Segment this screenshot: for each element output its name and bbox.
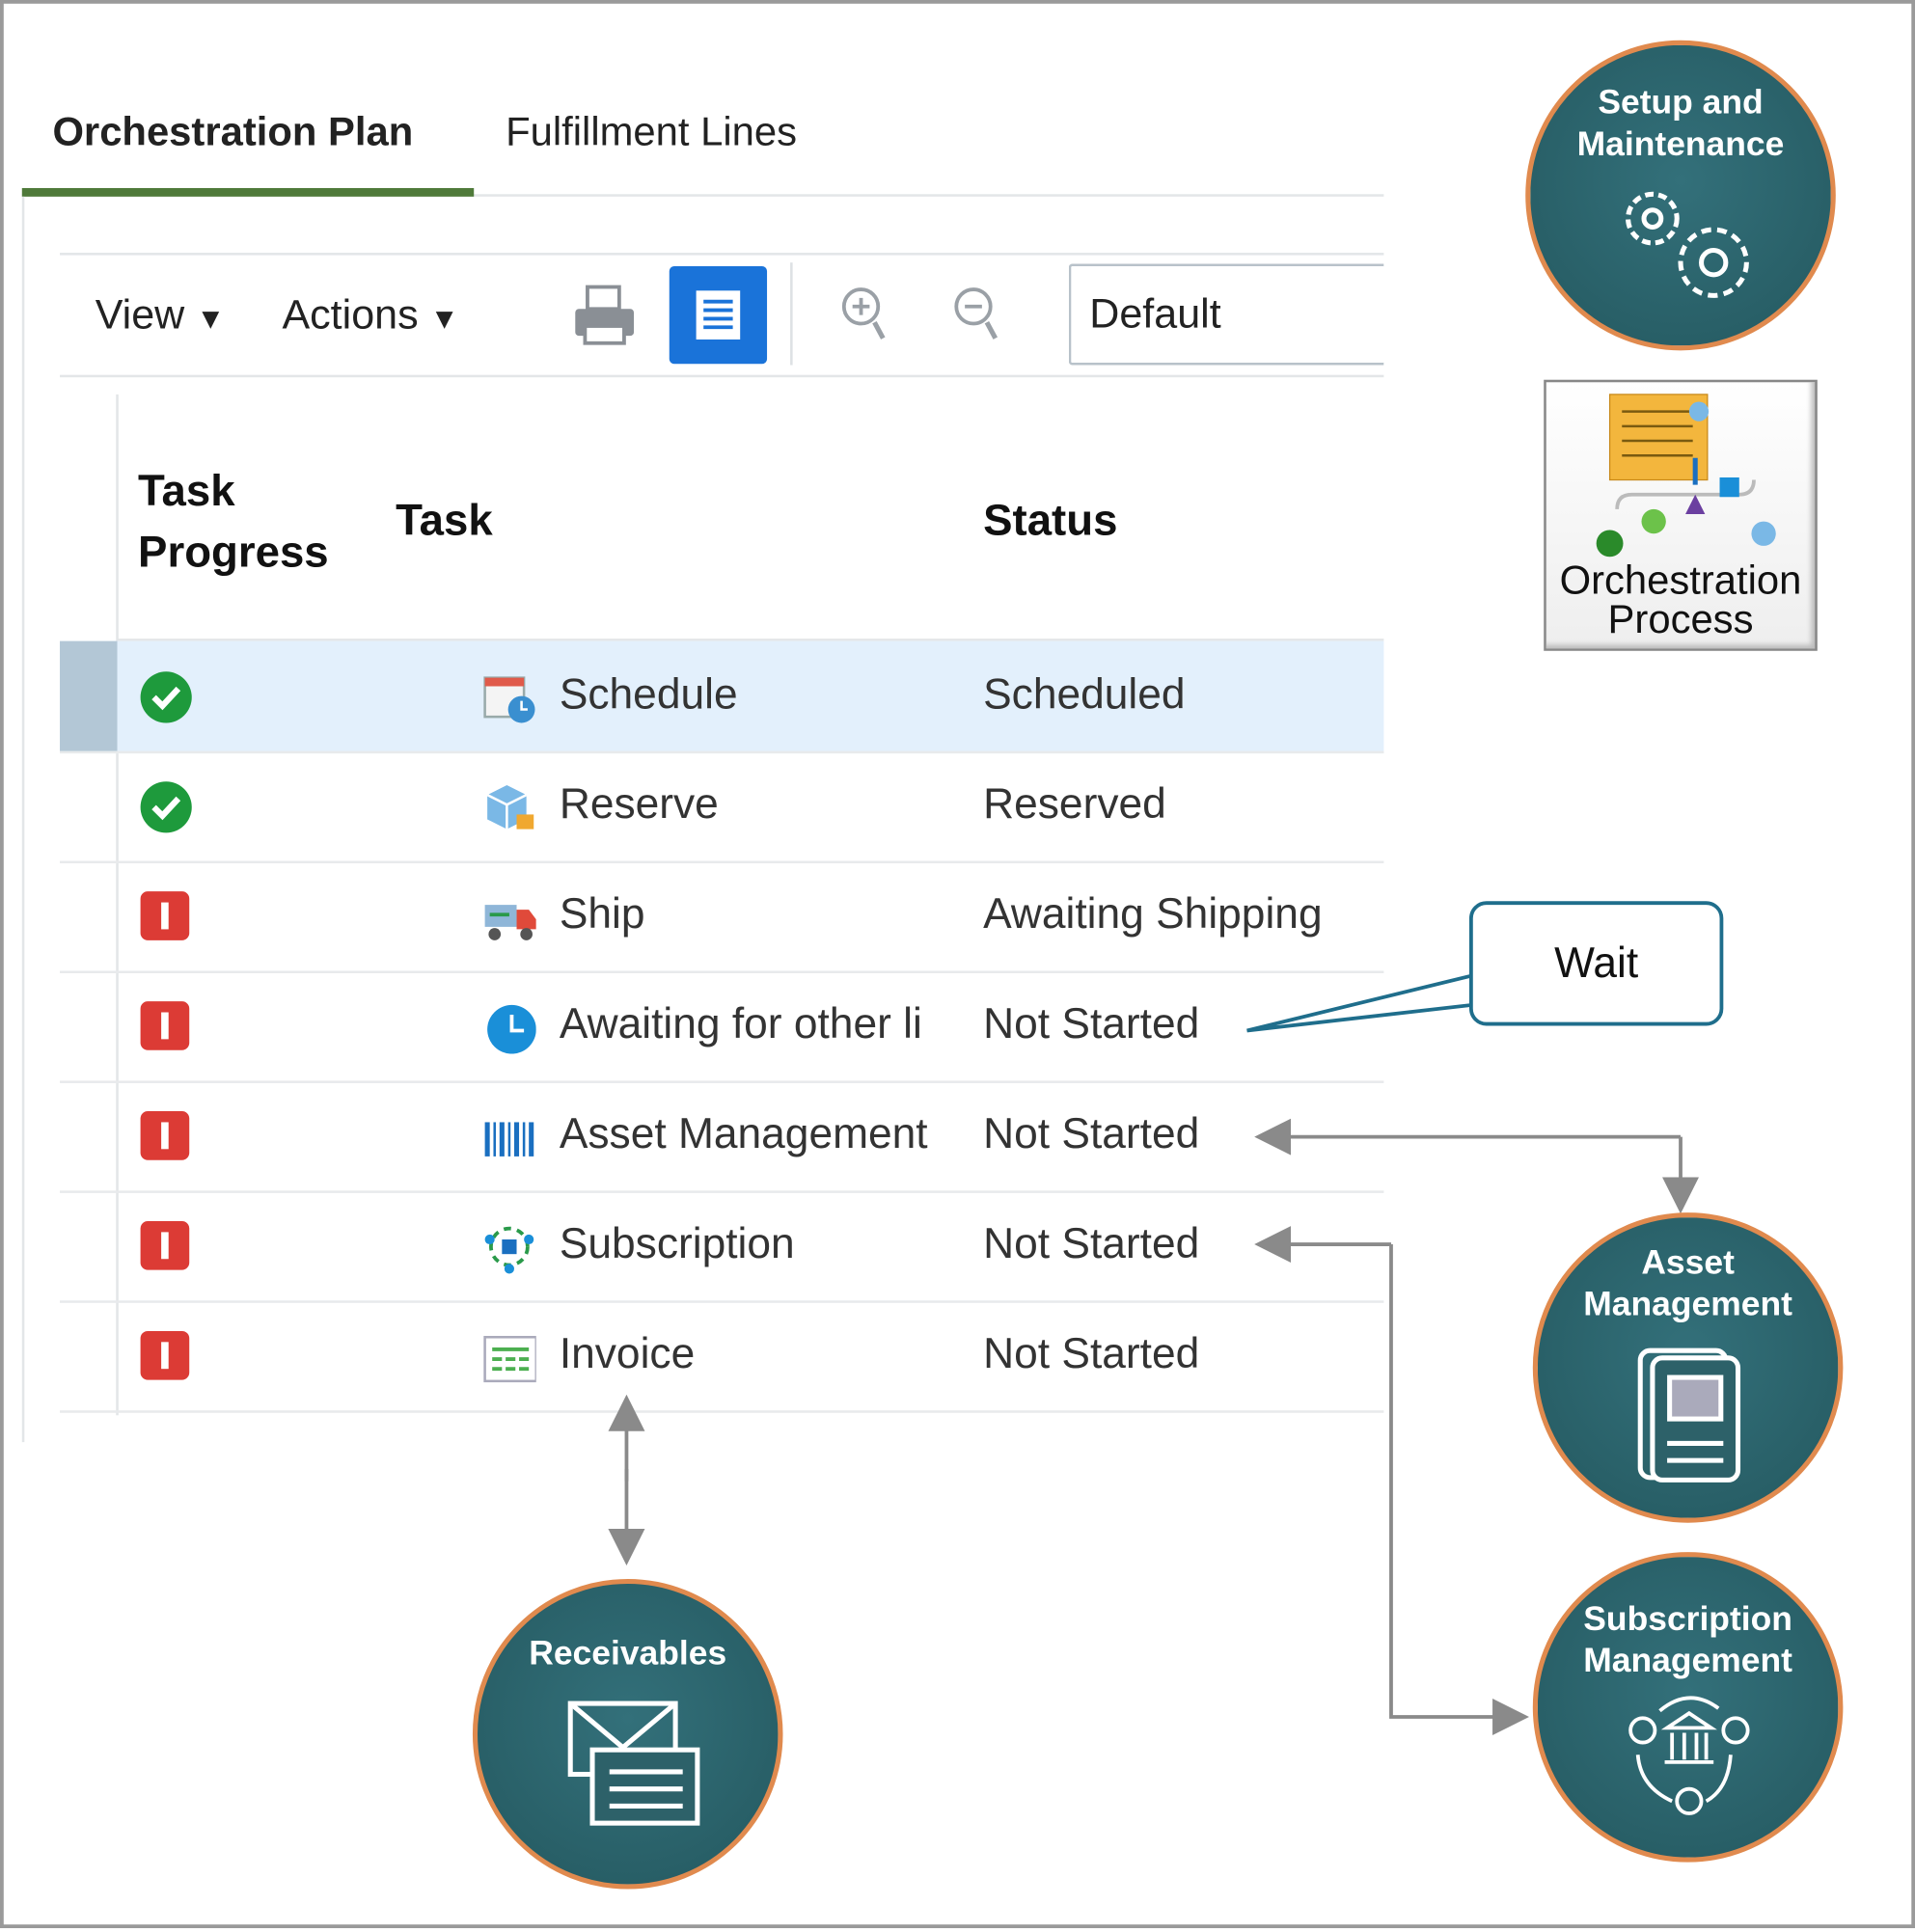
truck-icon (484, 905, 536, 940)
subscription-management-node[interactable]: Subscription Management (1532, 1552, 1844, 1863)
wait-label: Wait (1554, 939, 1639, 987)
task-status: Not Started (983, 1329, 1200, 1378)
not-complete-icon (140, 1001, 190, 1050)
task-status: Awaiting Shipping (983, 889, 1323, 939)
box-lock-icon (486, 785, 534, 830)
detach-button[interactable] (669, 265, 768, 365)
task-name[interactable]: Awaiting for other li (559, 999, 922, 1048)
table-row[interactable]: Subscription Not Started (60, 1190, 1384, 1303)
view-menu[interactable]: View ▼ (96, 292, 226, 340)
task-name[interactable]: Asset Management (559, 1109, 928, 1158)
active-tab-underline (21, 187, 475, 197)
task-status: Not Started (983, 1109, 1200, 1158)
toolbar-top-line (60, 253, 1384, 256)
column-header-task[interactable]: Task (396, 494, 493, 545)
header-line: Progress (138, 526, 329, 577)
complete-check-icon (140, 781, 192, 833)
actions-label: Actions (282, 291, 419, 339)
node-label: Receivables (529, 1633, 727, 1673)
header-divider (117, 639, 1384, 641)
tab-divider (21, 194, 1384, 197)
complete-check-icon (140, 671, 192, 723)
not-complete-icon (140, 1330, 190, 1380)
tab-orchestration-plan[interactable]: Orchestration Plan (52, 108, 414, 154)
table-row[interactable]: Invoice Not Started (60, 1300, 1384, 1413)
table-row[interactable]: Awaiting for other li Not Started (60, 970, 1384, 1083)
orchestration-process-label: Orchestration Process (1546, 557, 1816, 641)
list-icon (696, 290, 741, 340)
subscription-icon (484, 1226, 534, 1274)
tile-label-line: Process (1607, 595, 1754, 641)
wait-callout-tail (1246, 973, 1474, 1033)
not-complete-icon (140, 891, 190, 940)
calendar-clock-icon (483, 676, 535, 723)
task-status: Not Started (983, 999, 1200, 1048)
dropdown-arrow-icon: ▼ (429, 302, 459, 337)
wait-callout: Wait (1468, 901, 1724, 1026)
print-icon[interactable] (573, 285, 637, 345)
task-status: Not Started (983, 1219, 1200, 1268)
node-label: Subscription (1583, 1599, 1792, 1638)
view-selector-input[interactable]: Default (1068, 263, 1384, 366)
node-label: Asset (1641, 1242, 1735, 1282)
view-selector-value: Default (1089, 290, 1221, 338)
row-selection-bar (60, 640, 118, 751)
node-label: Maintenance (1576, 124, 1785, 163)
arrow-table-to-subscription (1389, 1244, 1530, 1735)
task-name[interactable]: Reserve (559, 779, 719, 829)
receivables-node[interactable]: Receivables (472, 1578, 783, 1890)
asset-document-icon (1637, 1347, 1741, 1483)
task-name[interactable]: Invoice (559, 1329, 696, 1378)
task-name[interactable]: Subscription (559, 1219, 795, 1268)
tile-label-line: Orchestration (1559, 557, 1802, 603)
not-complete-icon (140, 1221, 190, 1270)
barcode-icon (484, 1122, 534, 1156)
toolbar-bottom-line (60, 374, 1384, 378)
view-label: View (95, 291, 185, 339)
table-row[interactable]: Ship Awaiting Shipping (60, 861, 1384, 974)
table-row[interactable]: Reserve Reserved (60, 751, 1384, 864)
table-row[interactable]: Asset Management Not Started (60, 1080, 1384, 1193)
gears-icon (1626, 191, 1749, 298)
table-row[interactable]: Schedule Scheduled (60, 640, 1384, 754)
task-name[interactable]: Schedule (559, 670, 738, 719)
panel-border (21, 196, 25, 1443)
toolbar-separator (790, 262, 793, 366)
orchestration-process-tile[interactable]: Orchestration Process (1544, 379, 1818, 651)
asset-management-node[interactable]: Asset Management (1532, 1212, 1844, 1523)
header-line: Task (138, 465, 235, 516)
invoice-icon (483, 1336, 536, 1383)
table-left-border (116, 394, 119, 1416)
tab-fulfillment-lines[interactable]: Fulfillment Lines (506, 108, 797, 154)
envelope-invoice-icon (567, 1701, 700, 1826)
column-header-status[interactable]: Status (983, 494, 1118, 545)
dropdown-arrow-icon: ▼ (196, 302, 226, 337)
node-label: Management (1583, 1284, 1792, 1323)
task-status: Reserved (983, 779, 1166, 829)
actions-menu[interactable]: Actions ▼ (282, 292, 458, 340)
orchestration-process-icon (1596, 394, 1776, 558)
subscription-cycle-icon (1628, 1696, 1750, 1815)
setup-and-maintenance-node[interactable]: Setup and Maintenance (1525, 40, 1836, 351)
not-complete-icon (140, 1111, 190, 1160)
node-label: Setup and (1598, 83, 1764, 122)
clock-icon (487, 1004, 536, 1054)
task-name[interactable]: Ship (559, 889, 645, 939)
task-status: Scheduled (983, 670, 1186, 719)
node-label: Management (1583, 1641, 1792, 1679)
connector-layer (608, 973, 1700, 1735)
zoom-out-icon[interactable] (951, 285, 1005, 345)
zoom-in-icon[interactable] (839, 285, 893, 345)
